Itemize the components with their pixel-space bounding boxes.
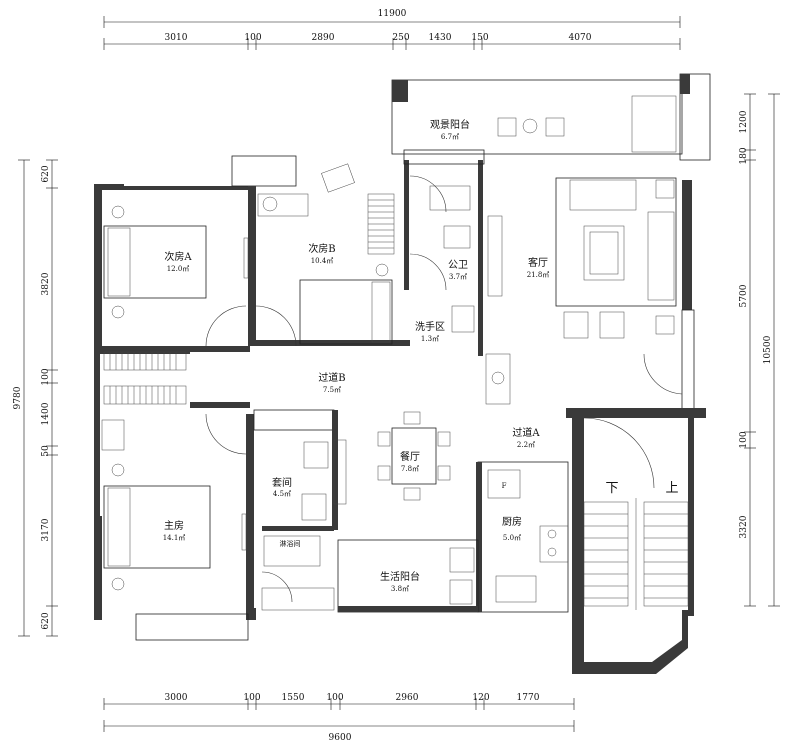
area-master: 14.1㎡ [163, 534, 186, 542]
staircase [583, 417, 689, 610]
area-corridor-b: 7.5㎡ [323, 386, 341, 394]
area-service-balcony: 3.8㎡ [391, 585, 409, 593]
label-bedroom-b: 次房B [308, 242, 335, 255]
dim-left-1: 620 [41, 165, 51, 182]
dim-left-4: 1400 [41, 402, 51, 425]
area-wash-area: 1.3㎡ [421, 335, 439, 343]
dim-right-4: 100 [739, 431, 749, 448]
dim-bottom-total: 9600 [329, 733, 352, 743]
stair-up-label: 上 [665, 481, 678, 496]
label-bedroom-a: 次房A [164, 250, 192, 263]
dimension-labels: 11900 3010 100 2890 250 1430 150 4070 30… [13, 9, 773, 743]
label-shower: 淋浴间 [280, 539, 301, 548]
area-bedroom-b: 10.4㎡ [311, 257, 334, 265]
label-master: 主房 [164, 519, 184, 532]
area-ensuite: 4.5㎡ [273, 490, 291, 498]
dim-right-3: 5700 [739, 284, 749, 307]
dim-right-5: 3320 [739, 515, 749, 538]
fridge-mark: F [502, 482, 507, 490]
dim-bottom-3: 1550 [282, 693, 305, 703]
dim-bottom-2: 100 [243, 693, 260, 703]
dim-top-6: 150 [471, 33, 488, 43]
dim-left-5: 50 [41, 445, 51, 457]
dim-top-2: 100 [244, 33, 261, 43]
dim-bottom-4: 100 [326, 693, 343, 703]
stair-down-label: 下 [605, 481, 618, 496]
furniture [101, 95, 677, 611]
area-public-bath: 3.7㎡ [449, 273, 467, 281]
area-bedroom-a: 12.0㎡ [167, 265, 190, 273]
dim-top-3: 2890 [312, 33, 335, 43]
doors [205, 175, 683, 603]
dim-bottom-7: 1770 [517, 693, 540, 703]
label-ensuite: 套间 [272, 476, 292, 489]
label-living: 客厅 [528, 256, 548, 269]
dim-bottom-1: 3000 [165, 693, 188, 703]
walls [94, 73, 711, 674]
label-wash-area: 洗手区 [415, 320, 445, 333]
dim-left-7: 620 [41, 612, 51, 629]
label-corridor-a: 过道A [512, 426, 540, 439]
area-dining: 7.8㎡ [401, 465, 419, 473]
label-service-balcony: 生活阳台 [380, 570, 420, 583]
label-balcony-view: 观景阳台 [430, 118, 470, 131]
label-public-bath: 公卫 [448, 260, 468, 271]
dim-left-2: 3820 [41, 272, 51, 295]
dim-bottom-6: 120 [472, 693, 489, 703]
label-dining: 餐厅 [400, 450, 420, 463]
dim-top-total: 11900 [378, 9, 407, 19]
label-kitchen: 厨房 [502, 515, 522, 528]
dim-left-total: 9780 [13, 386, 23, 409]
label-corridor-b: 过道B [318, 371, 345, 384]
dim-bottom-5: 2960 [396, 693, 419, 703]
dim-top-1: 3010 [165, 33, 188, 43]
area-living: 21.8㎡ [527, 271, 550, 279]
dim-right-2: 180 [739, 147, 749, 164]
dim-top-7: 4070 [569, 33, 592, 43]
dim-top-5: 1430 [429, 33, 452, 43]
dim-left-6: 3170 [41, 518, 51, 541]
dim-top-4: 250 [392, 33, 409, 43]
dim-right-1: 1200 [739, 110, 749, 133]
dim-left-3: 100 [41, 368, 51, 385]
dimension-lines [18, 16, 780, 732]
area-kitchen: 5.0㎡ [503, 534, 521, 542]
area-corridor-a: 2.2㎡ [517, 441, 535, 449]
area-balcony-view: 6.7㎡ [441, 133, 459, 141]
room-labels: 观景阳台 6.7㎡ 次房A 12.0㎡ 次房B 10.4㎡ 公卫 3.7㎡ 客厅… [163, 118, 679, 593]
dim-right-total: 10500 [763, 335, 773, 364]
